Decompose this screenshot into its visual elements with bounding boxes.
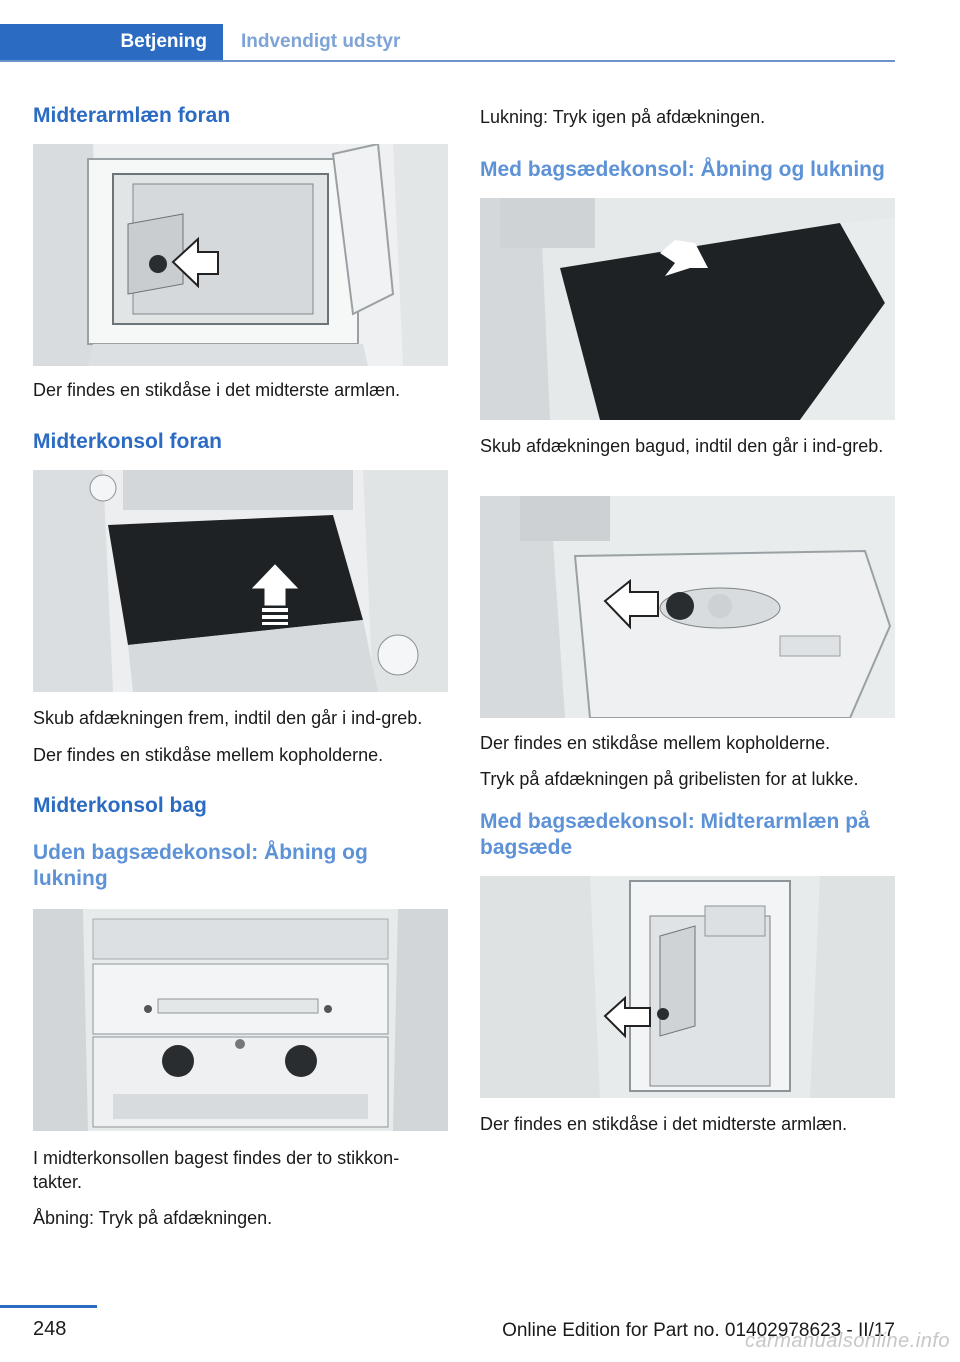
text-armrest-front: Der findes en stikdåse i det midterste a…	[33, 380, 401, 400]
text-closing: Lukning: Tryk igen på afdækningen.	[480, 107, 766, 127]
tab-indvendigt-udstyr[interactable]: Indvendigt udstyr	[241, 31, 401, 52]
right-column: Lukning: Tryk igen på afdækningen. Med b…	[480, 96, 895, 1136]
subheading-with-rear-console-armrest: Med bagsædekonsol: Midterarmlæn på bagsæ…	[480, 810, 870, 859]
watermark: carmanualsonline.info	[744, 1330, 950, 1352]
header-rule	[0, 60, 895, 62]
text-socket-armrest: Der findes en stikdåse i det midterste a…	[480, 1114, 848, 1134]
heading-console-front: Midterkonsol foran	[33, 430, 223, 453]
text-console-front-2: Der findes en stikdåse mellem kopholdern…	[33, 745, 384, 765]
image-rear-console-sockets	[33, 909, 448, 1131]
image-armrest-front	[33, 144, 448, 366]
text-press-grip: Tryk på afdækningen på gribelisten for a…	[480, 769, 859, 789]
page-number: 248	[33, 1318, 67, 1340]
footer-rule	[0, 1305, 97, 1308]
image-console-front	[33, 470, 448, 692]
heading-armrest-front: Midterarmlæn foran	[33, 104, 231, 127]
image-rear-console-cupholders	[480, 496, 895, 718]
text-socket-cupholders: Der findes en stikdåse mellem kopholdern…	[480, 733, 831, 753]
text-rear-2: Åbning: Tryk på afdækningen.	[33, 1208, 273, 1228]
edition-note: Online Edition for Part no. 01402978623 …	[502, 1320, 895, 1341]
subheading-without-rear-console: Uden bagsædekonsol: Åbning og lukning	[33, 841, 368, 890]
image-rear-console-slide	[480, 198, 895, 420]
text-console-front-1: Skub afdækningen frem, indtil den går i …	[33, 708, 423, 728]
left-column: Midterarmlæn foran Der findes en stikdås…	[33, 96, 448, 1230]
text-slide-back: Skub afdækningen bagud, indtil den går i…	[480, 436, 884, 456]
heading-console-rear: Midterkonsol bag	[33, 794, 207, 817]
image-rear-armrest	[480, 876, 895, 1098]
subheading-with-rear-console-open: Med bagsædekonsol: Åbning og lukning	[480, 158, 885, 181]
text-rear-1: I midterkonsollen bagest findes der to s…	[33, 1148, 400, 1192]
tab-betjening[interactable]: Betjening	[0, 24, 223, 60]
header-tabs: Betjening Indvendigt udstyr	[0, 24, 895, 62]
